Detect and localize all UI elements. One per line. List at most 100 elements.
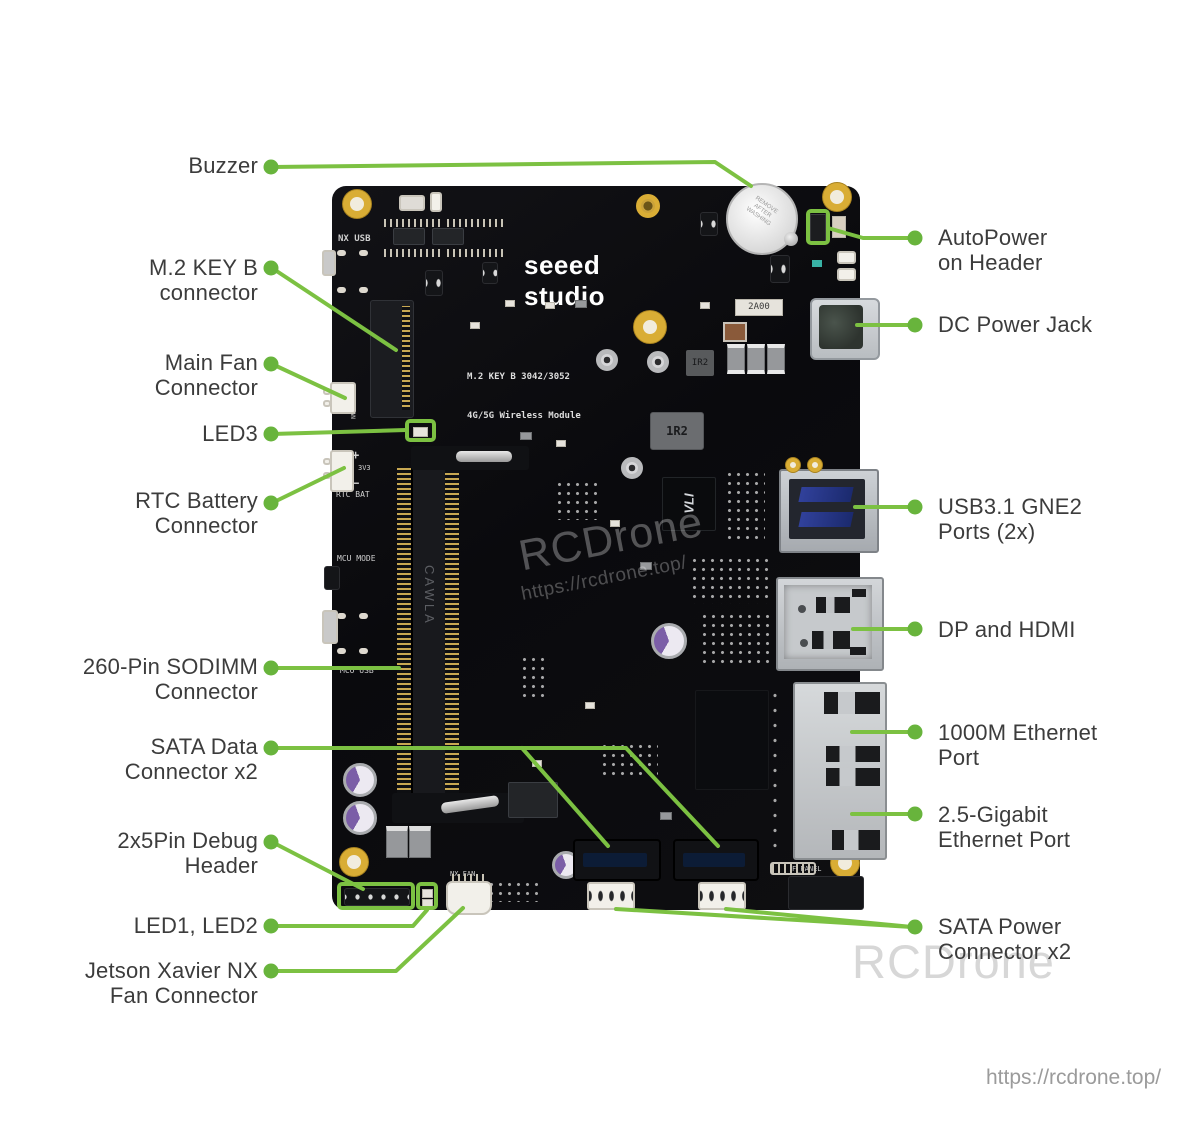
sata-power-connector xyxy=(587,882,635,910)
led1-component xyxy=(422,889,433,898)
mcu-usb-port xyxy=(322,610,338,644)
f-panel-header xyxy=(788,876,864,910)
screw xyxy=(636,194,660,218)
electrolytic-cap xyxy=(343,763,377,797)
label-line: Connector xyxy=(154,679,258,704)
smd-component xyxy=(640,562,652,570)
dot-main-fan xyxy=(263,356,279,372)
callout-label-jetson-fan: Jetson Xavier NX Fan Connector xyxy=(85,958,258,1008)
buzzer-nub xyxy=(784,232,798,246)
dot-led3 xyxy=(263,426,279,442)
nx-usb-port xyxy=(322,250,336,276)
pin-header xyxy=(482,262,498,284)
label-line: Header xyxy=(184,853,258,878)
rj45-slot xyxy=(832,830,880,850)
label-line: Connector x2 xyxy=(124,759,258,784)
solder-pad xyxy=(337,613,346,619)
sata-power-connector xyxy=(698,882,746,910)
dp-hdmi-ports xyxy=(776,577,884,671)
ic-chip xyxy=(393,228,425,245)
smd-cap xyxy=(386,826,408,858)
ethernet-ports xyxy=(793,682,887,860)
solder-pad xyxy=(359,287,368,293)
silkscreen-3v3: 3V3 xyxy=(358,464,371,472)
power-connector-tab xyxy=(837,251,856,264)
label-line: 2.5-Gigabit xyxy=(938,802,1048,827)
pin-header xyxy=(700,212,718,236)
dp-slot xyxy=(816,597,850,613)
hdmi-slot xyxy=(812,631,850,649)
callout-label-eth-25g: 2.5-Gigabit Ethernet Port xyxy=(938,802,1070,852)
dot-buzzer xyxy=(263,159,279,175)
dot-sodimm xyxy=(263,660,279,676)
port-dot xyxy=(798,605,806,613)
led-component xyxy=(812,260,822,267)
pin-header xyxy=(425,270,443,296)
component-cluster xyxy=(555,480,597,520)
smd-component xyxy=(556,440,566,447)
callout-label-main-fan: Main Fan Connector xyxy=(155,350,258,400)
sata-slot xyxy=(583,853,647,867)
line-autopower xyxy=(826,226,914,240)
smd-component xyxy=(575,300,587,308)
callout-label-led1-led2: LED1, LED2 xyxy=(134,913,258,938)
line-rtc xyxy=(270,466,346,505)
label-line: 1000M Ethernet xyxy=(938,720,1098,745)
pin-row xyxy=(447,249,503,257)
label-line: Main Fan xyxy=(164,350,258,375)
label-line: Ports (2x) xyxy=(938,519,1036,544)
smd-component xyxy=(660,812,672,820)
callout-label-rtc-battery: RTC Battery Connector xyxy=(135,488,258,538)
component-cluster xyxy=(690,556,772,604)
watermark-corner-url: https://rcdrone.top/ xyxy=(986,1066,1162,1089)
callout-label-sata-data: SATA Data Connector x2 xyxy=(125,734,258,784)
silkscreen-rtc-bat: RTC BAT xyxy=(336,490,370,499)
label-line: SATA Data xyxy=(150,734,258,759)
label-line: 2x5Pin Debug xyxy=(117,828,258,853)
rj45-slot xyxy=(826,768,880,786)
smd-component xyxy=(505,300,515,307)
component-2a00: 2A00 xyxy=(735,299,783,316)
label-line: 260-Pin SODIMM xyxy=(82,654,258,679)
usb31-ports xyxy=(779,469,879,553)
box-debug-header xyxy=(337,882,415,910)
connector-pads xyxy=(430,192,442,212)
sodimm-pins-right xyxy=(445,468,459,798)
solder-pad xyxy=(359,613,368,619)
pin-row xyxy=(447,219,503,227)
label-line: connector xyxy=(159,280,258,305)
dot-jetson-fan xyxy=(263,963,279,979)
box-led1-led2 xyxy=(416,882,438,910)
dot-sata-data xyxy=(263,740,279,756)
ethernet-phy-chip xyxy=(695,690,769,790)
label-line: Connector xyxy=(154,513,258,538)
electrolytic-cap xyxy=(343,801,377,835)
silkscreen-plus: + xyxy=(352,448,360,462)
rj45-slot xyxy=(824,692,880,714)
label-line: Connector x2 xyxy=(938,939,1072,964)
watermark-corner-name: RCDrone xyxy=(852,935,1055,988)
callout-label-dp-hdmi: DP and HDMI xyxy=(938,617,1076,642)
m2-note-line: M.2 KEY B 3042/3052 xyxy=(467,372,570,382)
sata-slot xyxy=(683,853,745,867)
connector-nub xyxy=(323,458,331,465)
seeed-studio-logo: seeed studio xyxy=(524,250,605,311)
smd-component xyxy=(470,322,480,329)
callout-label-buzzer: Buzzer xyxy=(188,153,258,178)
smd-component xyxy=(700,302,710,309)
dc-jack-opening xyxy=(819,305,863,349)
sata-data-connector xyxy=(673,839,759,881)
callout-label-led3: LED3 xyxy=(202,421,258,446)
power-connector-tab xyxy=(837,268,856,281)
via-usb-chip: VLI xyxy=(662,477,716,531)
label-line: AutoPower xyxy=(938,225,1048,250)
smd-component xyxy=(610,520,620,527)
dot-led12 xyxy=(263,918,279,934)
component-cluster xyxy=(725,470,765,540)
sodimm-pin-top xyxy=(456,451,512,462)
port-notch xyxy=(852,589,866,597)
callout-label-debug-header: 2x5Pin Debug Header xyxy=(117,828,258,878)
mcu-mode-button xyxy=(324,566,340,590)
standoff xyxy=(634,311,666,343)
